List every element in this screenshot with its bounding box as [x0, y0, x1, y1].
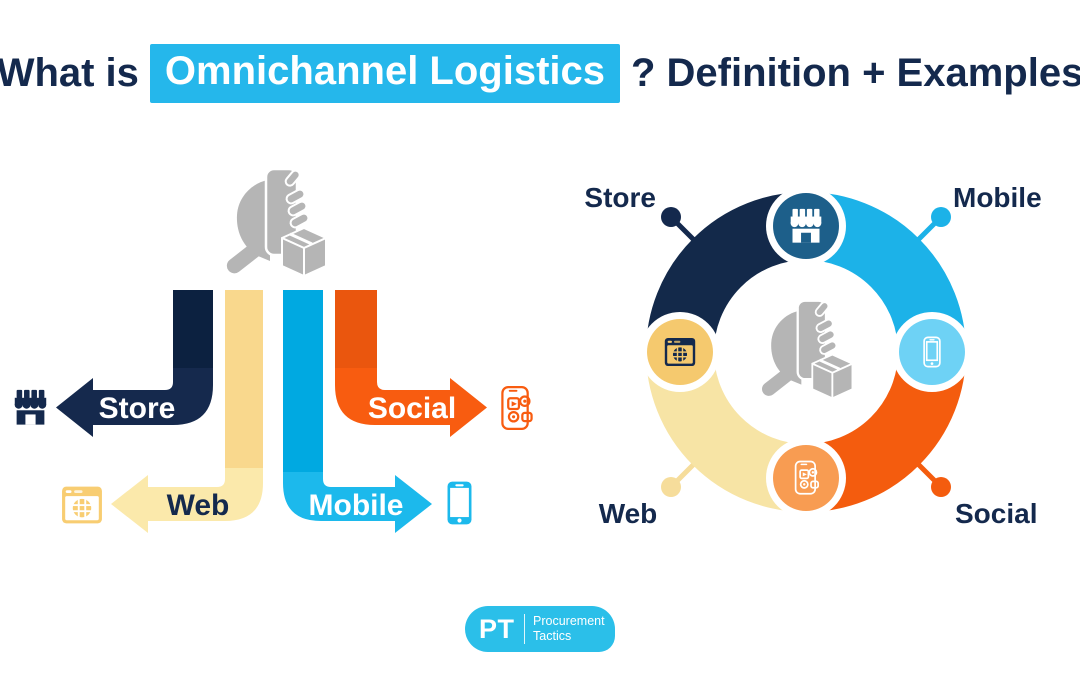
logo-name-line1: Procurement: [533, 614, 605, 629]
flow-mobile-label: Mobile: [309, 489, 404, 522]
connector-dot-store: [661, 207, 681, 227]
flow-store-label: Store: [99, 392, 176, 425]
cycle-store-label: Store: [584, 182, 656, 213]
logo-divider: [523, 614, 526, 644]
flow-web-label: Web: [167, 489, 230, 522]
hand-holding-phone-and-package-icon: [222, 167, 326, 278]
badge-store: [773, 193, 839, 259]
connector-dot-social: [931, 477, 951, 497]
connector-dot-web: [661, 477, 681, 497]
hand-holding-phone-and-package-icon: [757, 299, 853, 401]
brand-logo: PT Procurement Tactics: [465, 606, 615, 652]
logo-abbr: PT: [479, 613, 515, 644]
flow-social-label: Social: [368, 392, 456, 425]
flow-diagram: Store Web Mobile Social: [14, 167, 533, 533]
logo-name: Procurement Tactics: [533, 614, 605, 644]
flow-social-bar: [335, 290, 377, 368]
title-highlight: Omnichannel Logistics: [149, 44, 620, 103]
flow-store-bar: [173, 290, 213, 368]
connector-dot-mobile: [931, 207, 951, 227]
logo-name-line2: Tactics: [533, 629, 572, 643]
flow-web-bar: [225, 290, 263, 468]
storefront-icon: [14, 389, 47, 425]
smartphone-icon: [447, 481, 472, 525]
cycle-diagram: Store Mobile Social Web: [584, 182, 1041, 529]
flow-mobile-bar: [283, 290, 323, 472]
social-media-phone-icon: [501, 385, 533, 431]
web-browser-icon: [62, 486, 102, 524]
title-prefix: What is: [0, 51, 139, 95]
cycle-social-label: Social: [955, 498, 1037, 529]
badge-mobile: [899, 319, 965, 385]
title-suffix: ? Definition + Examples: [631, 51, 1080, 95]
cycle-mobile-label: Mobile: [953, 182, 1042, 213]
cycle-web-label: Web: [599, 498, 658, 529]
web-browser-icon: [664, 338, 696, 366]
page-title: What is Omnichannel Logistics ? Definiti…: [0, 44, 1080, 103]
